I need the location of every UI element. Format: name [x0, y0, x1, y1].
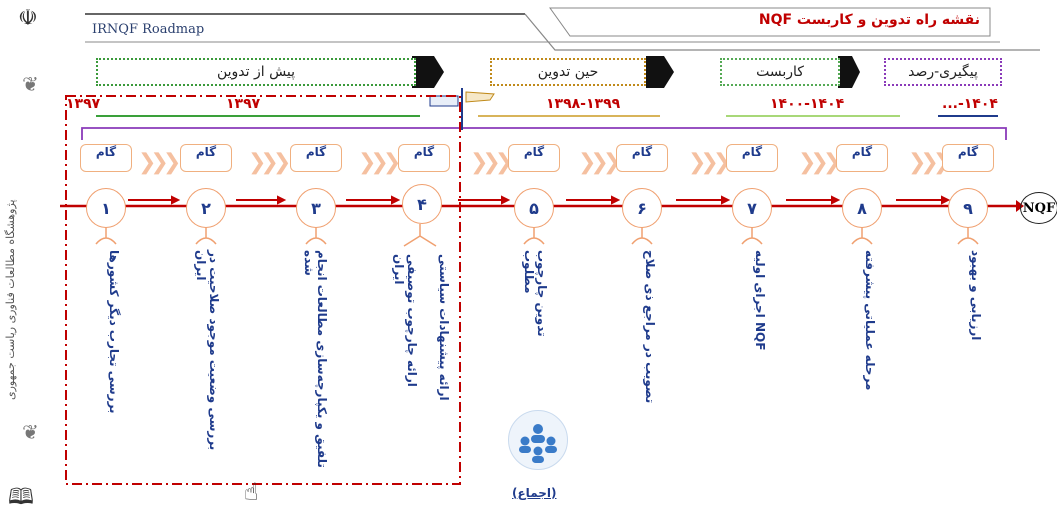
step-number: ۱: [86, 188, 126, 228]
consensus-label[interactable]: (اجماع): [512, 486, 557, 500]
step-number: ۲: [186, 188, 226, 228]
book-icon: 🕮: [8, 485, 34, 510]
step-text: ارائه چارچوب توصیفی ایران: [392, 254, 419, 387]
step-text-extra: ارائه پیشنهادات سیاستی: [437, 254, 451, 401]
step-text: تدوین چارچوب مطلوب: [522, 250, 549, 337]
chevron-right-icon: ❯❯❯: [470, 150, 513, 175]
consensus-icon[interactable]: [508, 410, 568, 470]
step-text: مرحله عملیاتی پیشرفته: [863, 250, 877, 391]
header-left-title: IRNQF Roadmap: [92, 22, 205, 37]
step-text: ارزیابی و بهبود: [969, 250, 983, 341]
flag-icon: [429, 95, 459, 107]
nqf-end-label: NQF: [1020, 192, 1057, 224]
chevron-right-icon: ❯❯❯: [798, 150, 841, 175]
phase-arrow: [838, 56, 860, 88]
phase-arrow: [412, 56, 444, 88]
chevron-right-icon: ❯❯❯: [908, 150, 951, 175]
step-number: ۶: [622, 188, 662, 228]
step-gam-label: گام: [398, 144, 450, 172]
header-right-title: نقشه راه تدوین و کاربست NQF: [758, 12, 980, 28]
chevron-right-icon: ❯❯❯: [578, 150, 621, 175]
ornament-icon: ❦: [22, 420, 39, 444]
emblem-icon: ☫: [18, 6, 38, 31]
step-gam-label: گام: [836, 144, 888, 172]
step-number: ۵: [514, 188, 554, 228]
step-gam-label: گام: [80, 144, 132, 172]
step-text: بررسی تجارب دیگر کشورها: [107, 250, 121, 414]
step-number: ۹: [948, 188, 988, 228]
year-label: ۱۴۰۴-...: [942, 96, 998, 112]
chevron-right-icon: ❯❯❯: [358, 150, 401, 175]
step-number: ۳: [296, 188, 336, 228]
step-number: ۸: [842, 188, 882, 228]
chevron-right-icon: ❯❯❯: [688, 150, 731, 175]
phase-pre-drafting: پیش از تدوین: [96, 58, 416, 86]
step-gam-label: گام: [508, 144, 560, 172]
step-gam-label: گام: [180, 144, 232, 172]
step-number: ۴: [402, 184, 442, 224]
step-gam-label: گام: [616, 144, 668, 172]
step-text: تصویب در مراجع ذی صلاح: [643, 250, 657, 404]
year-label: ۱۳۹۸-۱۳۹۹: [546, 96, 621, 112]
phase-monitoring: پیگیری-رصد: [884, 58, 1002, 86]
hand-pointer-icon[interactable]: ☝: [244, 478, 259, 506]
step-text: بررسی وضعیت موجود صلاحیت در ایران: [194, 250, 221, 451]
chevron-right-icon: ❯❯❯: [138, 150, 181, 175]
year-label: ۱۴۰۰-۱۴۰۴: [770, 96, 845, 112]
phase-application: کاربست: [720, 58, 840, 86]
phase-arrow: [646, 56, 674, 88]
year-label: ۱۳۹۷: [66, 96, 101, 112]
step-gam-label: گام: [726, 144, 778, 172]
step-gam-label: گام: [942, 144, 994, 172]
step-number: ۷: [732, 188, 772, 228]
phase-during-drafting: حین تدوین: [490, 58, 646, 86]
ornament-icon: ❦: [22, 72, 39, 96]
year-label: ۱۳۹۷: [226, 96, 261, 112]
step-text: تلفیق و یکپارچه‌سازی مطالعات انجام شده: [302, 250, 329, 468]
chevron-right-icon: ❯❯❯: [248, 150, 291, 175]
step-gam-label: گام: [290, 144, 342, 172]
step-text: اجرای اولیه NQF: [753, 250, 767, 351]
sidebar: ☫ ❦ پژوهشگاه مطالعات فناوری ریاست جمهوری…: [0, 0, 60, 514]
